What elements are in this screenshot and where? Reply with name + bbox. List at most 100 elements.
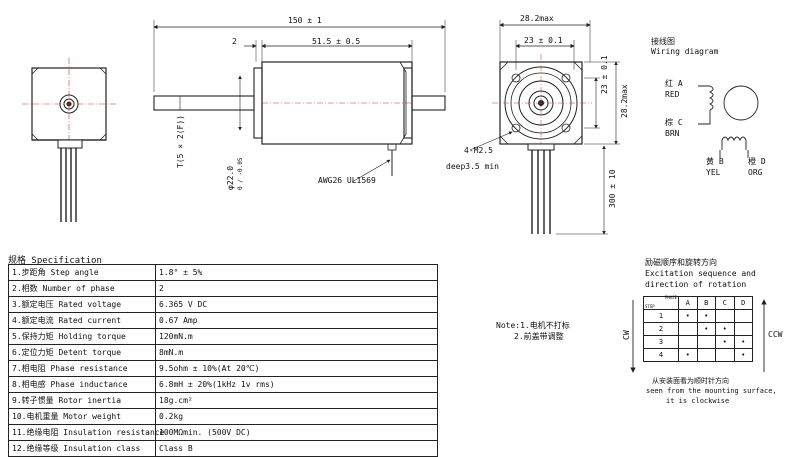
- step-label: STEP: [645, 304, 655, 309]
- excitation-cell: [733, 322, 753, 336]
- dim-pilot-tolerance: 0 / -0.05: [237, 157, 244, 190]
- excitation-footnote-2: seen from the mounting surface,: [646, 387, 777, 395]
- table-row: 1 • •: [643, 309, 753, 323]
- excitation-title-en-2: direction of rotation: [645, 280, 747, 289]
- column-header: C: [715, 296, 735, 310]
- dim-shaft-flat: T(5 × 2(F)): [176, 115, 185, 168]
- dim-flange-max: 28.2max: [520, 14, 554, 23]
- note-line-1: Note:1.电机不打标: [496, 321, 570, 330]
- excitation-cell: •: [678, 348, 698, 362]
- excitation-cell: [678, 335, 698, 349]
- wire-d-cn: 橙 D: [748, 157, 766, 166]
- wire-c-cn: 棕 C: [665, 118, 683, 127]
- dim-total-length: 150 ± 1: [288, 16, 322, 25]
- note-line-2: 2.前盖带调整: [514, 332, 564, 341]
- rotation-arrows: [630, 299, 767, 373]
- spec-key: 7.相电阻 Phase resistance: [8, 360, 156, 377]
- spec-key: 6.定位力矩 Detent torque: [8, 344, 156, 361]
- excitation-title-en-1: Excitation sequence and: [645, 269, 756, 278]
- excitation-cell: •: [696, 322, 716, 336]
- spec-key: 8.相电感 Phase inductance: [8, 376, 156, 393]
- column-header: B: [696, 296, 716, 310]
- front-lead-wires: [531, 150, 551, 234]
- excitation-cell: •: [733, 348, 753, 362]
- dim-lead-length: 300 ± 10: [608, 169, 617, 208]
- excitation-cell: •: [678, 309, 698, 323]
- spec-value: 2: [155, 280, 438, 297]
- step-number: 1: [643, 309, 679, 323]
- spec-key: 2.相数 Number of phase: [8, 280, 156, 297]
- spec-key: 9.转子惯量 Rotor inertia: [8, 392, 156, 409]
- dim-screw-depth: deep3.5 min: [446, 162, 499, 171]
- spec-key: 10.电机重量 Motor weight: [8, 408, 156, 425]
- cw-label: CW: [622, 330, 631, 340]
- spec-key: 5.保持力矩 Holding torque: [8, 328, 156, 345]
- table-row: 2 • •: [643, 322, 753, 336]
- step-number: 2: [643, 322, 679, 336]
- excitation-cell: [696, 335, 716, 349]
- wire-c-en: BRN: [665, 129, 680, 138]
- table-row: 4 • •: [643, 348, 753, 362]
- wire-spec: AWG26 UL1569: [318, 176, 376, 185]
- excitation-cell: [733, 309, 753, 323]
- spec-title: 规格 Specification: [8, 256, 102, 266]
- table-row: PHASE STEP A B C D: [643, 295, 753, 310]
- spec-value: 0.67 Amp: [155, 312, 438, 329]
- left-lead-wires: [60, 148, 77, 222]
- table-row: 3 • •: [643, 335, 753, 349]
- excitation-cell: •: [715, 335, 735, 349]
- spec-value: 18g.cm²: [155, 392, 438, 409]
- excitation-cell: •: [733, 335, 753, 349]
- step-number: 4: [643, 348, 679, 362]
- spec-value: 0.2kg: [155, 408, 438, 425]
- dim-bolt-spacing: 23 ± 0.1: [524, 36, 563, 45]
- excitation-footnote-1: 从安装面看为顺时针方向: [652, 377, 729, 385]
- excitation-footnote-3: it is clockwise: [666, 397, 730, 405]
- side-view: [153, 20, 446, 183]
- wiring-title-en: Wiring diagram: [651, 47, 719, 56]
- dim-pilot-diameter: φ22.0: [226, 165, 235, 190]
- wiring-title-cn: 接线图: [651, 37, 675, 46]
- excitation-cell: [696, 348, 716, 362]
- dim-screw-thread: 4-M2.5: [464, 146, 493, 155]
- excitation-table: PHASE STEP A B C D 1 • • 2 • • 3 •: [643, 295, 753, 362]
- wiring-diagram: [698, 85, 759, 158]
- spec-value: 8mN.m: [155, 344, 438, 361]
- excitation-cell: •: [696, 309, 716, 323]
- excitation-cell: [678, 322, 698, 336]
- wire-b-en: YEL: [706, 168, 721, 177]
- spec-value: 6.8mH ± 20%(1kHz 1v rms): [155, 376, 438, 393]
- spec-key: 11.绝缘电阻 Insulation resistance: [8, 424, 164, 441]
- spec-value: 9.5ohm ± 10%(At 20℃): [155, 360, 438, 377]
- spec-key: 12.绝缘等级 Insulation class: [8, 440, 156, 457]
- dim-2: 2: [232, 37, 237, 46]
- dim-bolt-spacing-vertical: 23 ± 0.1: [600, 55, 609, 94]
- phase-label: PHASE: [664, 295, 677, 300]
- spec-key: 4.额定电流 Rated current: [8, 312, 156, 329]
- spec-key: 1.步距角 Step angle: [8, 264, 156, 281]
- phase-step-header: PHASE STEP: [643, 295, 679, 310]
- spec-value: 1.8° ± 5%: [155, 264, 438, 281]
- front-view: [469, 20, 620, 235]
- mounting-holes: [511, 73, 571, 133]
- column-header: A: [678, 296, 698, 310]
- wire-d-en: ORG: [748, 168, 763, 177]
- spec-value: 6.365 V DC: [155, 296, 438, 313]
- excitation-cell: •: [715, 322, 735, 336]
- wire-a-en: RED: [665, 90, 680, 99]
- excitation-title-cn: 励磁顺序和旋转方向: [645, 258, 717, 267]
- spec-value: 100MΩmin. (500V DC): [155, 424, 438, 441]
